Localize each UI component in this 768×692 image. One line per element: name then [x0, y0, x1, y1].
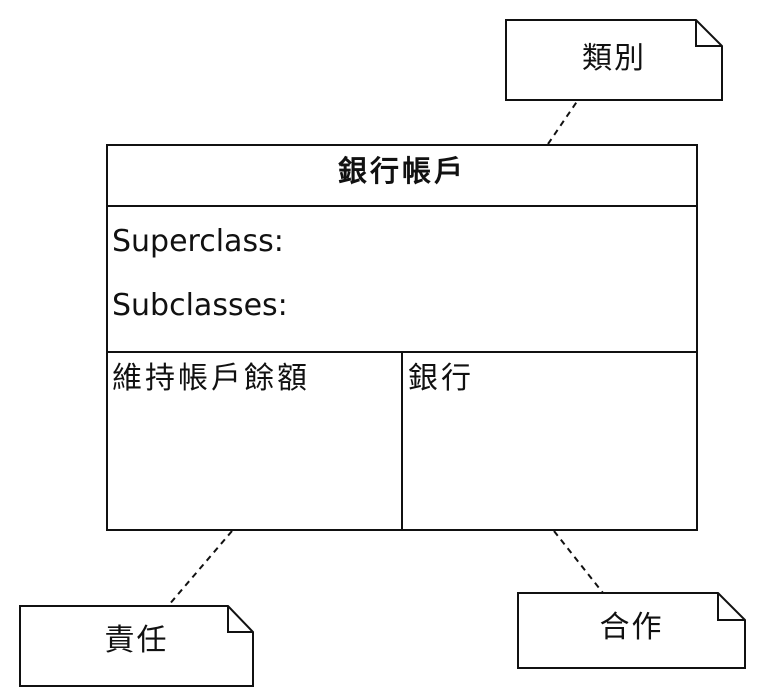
responsibility-item: 維持帳戶餘額 [112, 361, 310, 396]
subclasses-label: Subclasses: [112, 288, 288, 323]
note-collaboration-fold-icon [717, 593, 745, 621]
note-collaboration-label: 合作 [599, 610, 664, 645]
note-responsibility-shape [19, 605, 254, 687]
note-class-fold-icon [695, 20, 722, 47]
connector-collaboration-note [553, 530, 604, 594]
connector-class-note [547, 99, 579, 145]
note-responsibility [19, 605, 254, 687]
note-responsibility-fold-icon [227, 606, 253, 633]
class-name: 銀行帳戶 [337, 154, 466, 188]
note-collaboration [517, 592, 746, 669]
note-collaboration-shape [517, 592, 746, 669]
note-class [505, 19, 723, 101]
connector-responsibility-note [167, 530, 233, 607]
crc-card [106, 144, 698, 531]
collaborator-item: 銀行 [408, 361, 474, 396]
note-responsibility-label: 責任 [104, 623, 169, 658]
note-class-shape [505, 19, 723, 101]
superclass-label: Superclass: [112, 224, 284, 259]
note-class-label: 類別 [582, 41, 646, 76]
